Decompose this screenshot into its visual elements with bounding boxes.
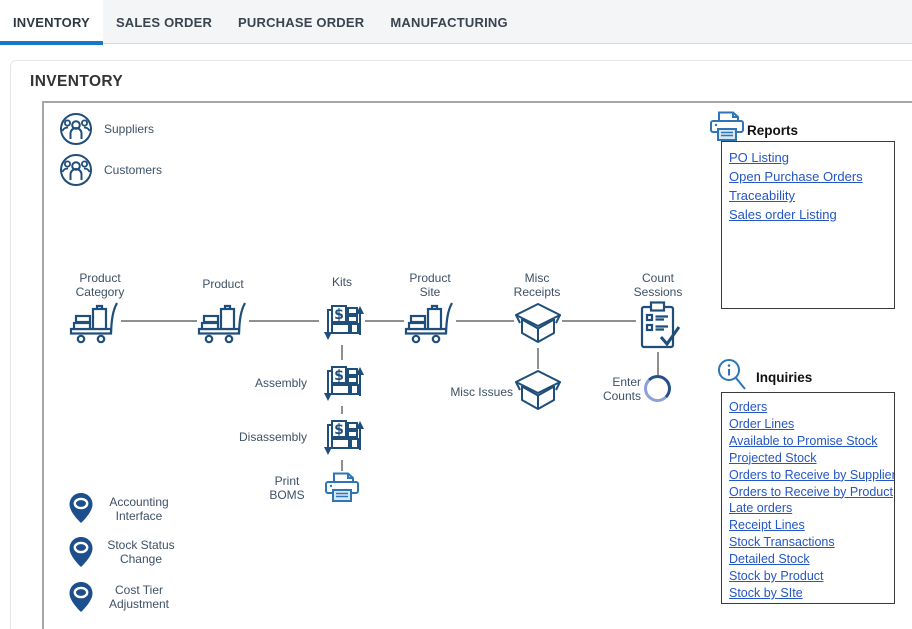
connector-line (537, 325, 539, 395)
reports-title: Reports (747, 123, 799, 138)
report-link[interactable]: PO Listing (729, 150, 789, 165)
inquiries-title: Inquiries (756, 370, 813, 385)
report-link[interactable]: Open Purchase Orders (729, 169, 863, 184)
inquiry-link[interactable]: Stock Transactions (729, 535, 835, 550)
misc-issues-node[interactable] (514, 369, 562, 415)
inquiry-link[interactable]: Orders (729, 400, 768, 414)
accounting-interface-node[interactable] (68, 492, 94, 524)
inquiry-link[interactable]: Orders to Receive by Product (729, 484, 893, 499)
inquiry-link[interactable]: Detailed Stock (729, 552, 810, 567)
checklist-clipboard-icon (636, 300, 680, 352)
print-boms-label: Print BOMS (269, 474, 305, 502)
connector-line (657, 326, 659, 378)
hand-truck-icon (404, 299, 456, 345)
map-pin-icon (68, 492, 94, 524)
people-circle-icon (59, 153, 93, 187)
suppliers-label: Suppliers (104, 122, 155, 136)
page-title: INVENTORY (30, 73, 124, 90)
inquiry-link[interactable]: Stock by SIte (729, 585, 803, 600)
misc-receipts-label: Misc Receipts (513, 271, 561, 299)
map-pin-icon (68, 581, 94, 613)
disassembly-label: Disassembly (238, 430, 307, 444)
inquiry-link[interactable]: Available to Promise Stock (729, 433, 878, 448)
stock-status-change-label: Stock Status Change (107, 538, 175, 566)
cost-tier-adjustment-label: Cost Tier Adjustment (108, 583, 170, 611)
misc-receipts-node[interactable] (514, 302, 562, 348)
tab-sales-order[interactable]: SALES ORDER (115, 15, 213, 30)
hand-truck-icon (197, 299, 249, 345)
open-box-icon (514, 302, 562, 348)
inquiries-header-icon-wrap (716, 358, 748, 394)
kit-cost-cycle-icon: $ (319, 414, 365, 460)
inquiry-link[interactable]: Order Lines (729, 416, 795, 431)
inquiry-link[interactable]: Late orders (729, 501, 793, 516)
customers-label: Customers (104, 163, 163, 177)
accounting-interface-label: Accounting Interface (109, 495, 169, 523)
hand-truck-icon (69, 299, 121, 345)
disassembly-node[interactable]: $ (319, 414, 365, 460)
product-category-label: Product Category (75, 271, 125, 299)
assembly-node[interactable]: $ (319, 360, 365, 406)
svg-text:$: $ (334, 368, 344, 384)
magnifier-info-icon (716, 358, 748, 394)
printer-icon (323, 471, 361, 505)
stock-status-change-node[interactable] (68, 536, 94, 568)
people-circle-icon (59, 112, 93, 146)
svg-text:$: $ (334, 307, 344, 323)
product-label: Product (202, 277, 244, 291)
product-node[interactable] (197, 299, 249, 345)
customers-node[interactable] (59, 153, 93, 187)
cost-tier-adjustment-node[interactable] (68, 581, 94, 613)
map-pin-icon (68, 536, 94, 568)
printer-icon (708, 110, 746, 144)
kit-cost-cycle-icon: $ (319, 299, 365, 345)
tab-manufacturing[interactable]: MANUFACTURING (390, 15, 508, 30)
count-sessions-node[interactable] (636, 300, 680, 352)
kit-cost-cycle-icon: $ (319, 360, 365, 406)
count-sessions-label: Count Sessions (633, 271, 683, 299)
tab-purchase-order[interactable]: PURCHASE ORDER (238, 15, 365, 30)
enter-counts-node[interactable] (644, 375, 671, 402)
inquiry-link[interactable]: Receipt Lines (729, 518, 805, 533)
reports-header-icon-wrap (708, 110, 746, 144)
kits-node[interactable]: $ (319, 299, 365, 345)
enter-counts-label: Enter Counts (602, 375, 641, 403)
inquiry-link[interactable]: Orders to Receive by Supplier (729, 467, 895, 482)
tab-inventory[interactable]: INVENTORY (0, 0, 103, 45)
product-site-label: Product Site (409, 271, 451, 299)
open-box-icon (514, 369, 562, 415)
report-link[interactable]: Sales order Listing (729, 207, 837, 222)
connector-line (95, 320, 658, 322)
circle-icon (644, 375, 671, 402)
svg-text:$: $ (334, 422, 344, 438)
misc-issues-label: Misc Issues (450, 385, 513, 399)
inquiry-link[interactable]: Stock by Product (729, 569, 824, 584)
module-tabbar: INVENTORY SALES ORDER PURCHASE ORDER MAN… (0, 0, 912, 45)
inquiry-link[interactable]: Projected Stock (729, 450, 817, 465)
print-boms-node[interactable] (323, 471, 361, 505)
product-category-node[interactable] (69, 299, 121, 345)
kits-label: Kits (331, 275, 352, 289)
product-site-node[interactable] (404, 299, 456, 345)
report-link[interactable]: Traceability (729, 188, 795, 203)
suppliers-node[interactable] (59, 112, 93, 146)
assembly-label: Assembly (254, 376, 307, 390)
